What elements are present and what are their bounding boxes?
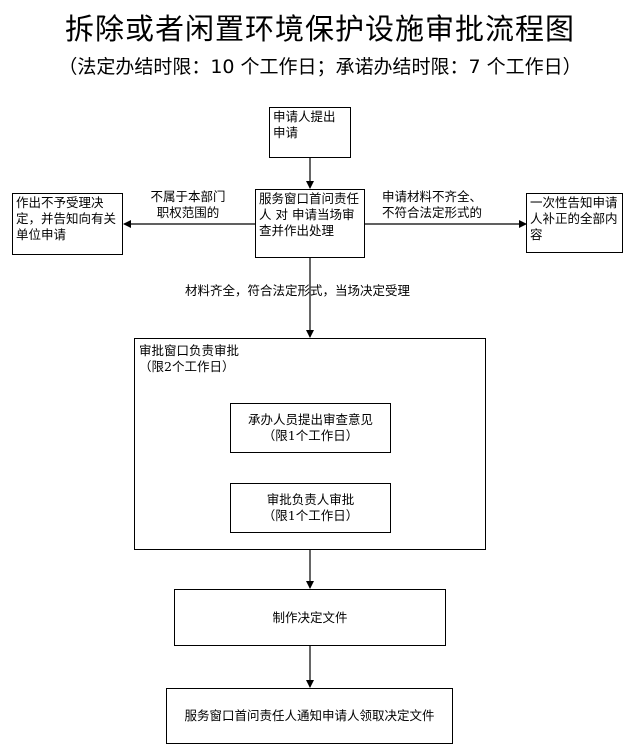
page-subtitle: （法定办结时限：10 个工作日；承诺办结时限：7 个工作日） bbox=[58, 56, 582, 78]
edge-label-not-in-scope-line1: 不属于本部门 bbox=[150, 189, 226, 204]
edge-label-accepted: 材料齐全，符合法定形式，当场决定受理 bbox=[185, 283, 465, 299]
node-make-document: 制作决定文件 bbox=[174, 589, 446, 646]
node-approver-review-limit: （限1个工作日） bbox=[262, 508, 359, 523]
node-approver-review-title: 审批负责人审批 bbox=[266, 492, 355, 507]
edge-label-incomplete-line2: 不符合法定形式的 bbox=[382, 205, 483, 220]
node-notify-pickup-text: 服务窗口首问责任人通知申请人领取决定文件 bbox=[184, 708, 435, 723]
edge-label-accepted-text: 材料齐全，符合法定形式，当场决定受理 bbox=[185, 283, 411, 298]
node-notify-supplement: 一次性告知申请人补正的全部内容 bbox=[526, 193, 623, 253]
node-review-opinion-title: 承办人员提出审查意见 bbox=[247, 412, 373, 427]
node-apply-text: 申请人提出申请 bbox=[273, 109, 336, 140]
node-notify-pickup: 服务窗口首问责任人通知申请人领取决定文件 bbox=[166, 688, 453, 744]
node-reject-text: 作出不予受理决定，并告知向有关单位申请 bbox=[16, 195, 117, 242]
node-notify-supplement-text: 一次性告知申请人补正的全部内容 bbox=[530, 195, 618, 242]
node-apply: 申请人提出申请 bbox=[269, 107, 351, 158]
node-approver-review: 审批负责人审批 （限1个工作日） bbox=[230, 483, 391, 533]
edge-label-incomplete-line1: 申请材料不齐全、 bbox=[382, 189, 483, 204]
node-reject: 作出不予受理决定，并告知向有关单位申请 bbox=[12, 193, 123, 255]
node-service-window: 服务窗口首问责任人 对 申请当场审查并作出处理 bbox=[255, 189, 365, 258]
edge-label-incomplete: 申请材料不齐全、 不符合法定形式的 bbox=[382, 189, 512, 221]
node-make-document-text: 制作决定文件 bbox=[272, 609, 348, 625]
node-review-opinion-limit: （限1个工作日） bbox=[262, 428, 359, 443]
node-service-window-text: 服务窗口首问责任人 对 申请当场审查并作出处理 bbox=[259, 191, 360, 238]
node-review-opinion: 承办人员提出审查意见 （限1个工作日） bbox=[230, 403, 391, 453]
node-approval-group-title: 审批窗口负责审批 bbox=[139, 343, 240, 358]
edge-label-not-in-scope: 不属于本部门 职权范围的 bbox=[133, 189, 243, 221]
edge-label-not-in-scope-line2: 职权范围的 bbox=[156, 205, 220, 220]
node-approval-group-limit: （限2个工作日） bbox=[139, 359, 235, 374]
page-title: 拆除或者闲置环境保护设施审批流程图 bbox=[64, 12, 575, 46]
